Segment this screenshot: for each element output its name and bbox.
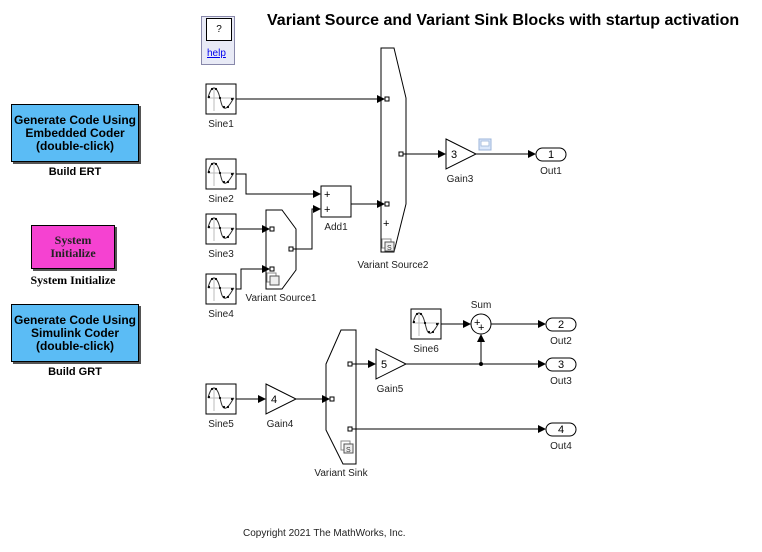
build-ert-line: Generate Code Using [13, 112, 137, 127]
sine2-block[interactable]: Sine2 [205, 158, 237, 205]
build-grt-line: (double-click) [35, 338, 114, 353]
sine2-label: Sine2 [208, 194, 234, 205]
variant-source2-label: Variant Source2 [358, 260, 429, 271]
sine3-block[interactable]: Sine3 [205, 213, 237, 260]
sum-label: Sum [471, 300, 492, 311]
sine6-label: Sine6 [413, 344, 439, 355]
svg-text:S: S [346, 447, 351, 454]
out1-label: Out1 [540, 166, 562, 177]
sum-block[interactable]: + + Sum [470, 300, 492, 335]
line-vs1-add1 [293, 205, 321, 250]
build-grt-label: Build GRT [48, 366, 102, 378]
build-ert-line: Embedded Coder [25, 125, 125, 140]
gain4-label: Gain4 [267, 419, 294, 430]
signal-lines [236, 95, 546, 433]
out3-block[interactable]: 3 Out3 [545, 357, 577, 387]
sine1-block[interactable]: Sine1 [205, 83, 237, 130]
variant-port-plus: + [383, 218, 389, 230]
system-initialize-label: System Initialize [30, 273, 116, 287]
out4-port-number: 4 [558, 424, 564, 436]
model-title: Variant Source and Variant Sink Blocks w… [267, 12, 740, 29]
add1-label: Add1 [324, 222, 348, 233]
line-sine2-add1 [236, 173, 321, 198]
out2-label: Out2 [550, 336, 572, 347]
help-block[interactable]: ? help [201, 16, 235, 65]
sine3-label: Sine3 [208, 249, 234, 260]
branch-point [479, 362, 483, 366]
variant-source1-block[interactable]: Variant Source1 [246, 209, 317, 304]
svg-text:S: S [387, 245, 392, 252]
sum-sign-1: + [474, 317, 480, 329]
build-ert-line: (double-click) [35, 138, 114, 153]
line-sine4-vs1 [236, 265, 270, 290]
out2-port-number: 2 [558, 319, 564, 331]
help-question-icon[interactable]: ? [206, 18, 232, 41]
gain3-label: Gain3 [447, 174, 474, 185]
sum-sign-2: + [478, 322, 484, 334]
sine6-block[interactable]: Sine6 [410, 308, 442, 355]
out3-label: Out3 [550, 376, 572, 387]
out1-port-number: 1 [548, 149, 554, 161]
out1-block[interactable]: 1 Out1 [535, 147, 567, 177]
gain3-value: 3 [451, 149, 457, 161]
help-link[interactable]: help [207, 48, 226, 59]
gain5-value: 5 [381, 359, 387, 371]
variant-source1-label: Variant Source1 [246, 293, 317, 304]
add1-sign-1: + [324, 189, 330, 201]
copyright: Copyright 2021 The MathWorks, Inc. [243, 528, 406, 539]
system-initialize-line: Initialize [50, 246, 96, 260]
build-ert-button[interactable]: Generate Code Using Embedded Coder (doub… [11, 104, 139, 162]
variant-sink-label: Variant Sink [314, 468, 368, 479]
out2-block[interactable]: 2 Out2 [545, 317, 577, 347]
gain3-block[interactable]: 3 Gain3 [445, 138, 492, 185]
sine4-block[interactable]: Sine4 [205, 273, 237, 320]
build-ert-label: Build ERT [48, 166, 102, 178]
sine1-label: Sine1 [208, 119, 234, 130]
sine4-label: Sine4 [208, 309, 234, 320]
variant-source2-block[interactable]: + S Variant Source2 [358, 47, 429, 271]
system-initialize-block[interactable]: System Initialize [31, 225, 115, 269]
gain5-label: Gain5 [377, 384, 404, 395]
build-grt-line: Simulink Coder [30, 325, 119, 340]
out4-block[interactable]: 4 Out4 [545, 422, 577, 452]
out3-port-number: 3 [558, 359, 564, 371]
out4-label: Out4 [550, 441, 572, 452]
build-grt-button[interactable]: Generate Code Using Simulink Coder (doub… [11, 304, 139, 362]
gain4-value: 4 [271, 394, 277, 406]
gain5-block[interactable]: 5 Gain5 [375, 348, 408, 395]
build-grt-line: Generate Code Using [13, 312, 137, 327]
variant-sink-block[interactable]: S Variant Sink [314, 329, 369, 479]
gain4-block[interactable]: 4 Gain4 [265, 383, 298, 430]
sine5-label: Sine5 [208, 419, 234, 430]
add1-block[interactable]: + + Add1 [320, 185, 352, 233]
sine5-block[interactable]: Sine5 [205, 383, 237, 430]
add1-sign-2: + [324, 204, 330, 216]
system-initialize-line: System [54, 233, 92, 247]
